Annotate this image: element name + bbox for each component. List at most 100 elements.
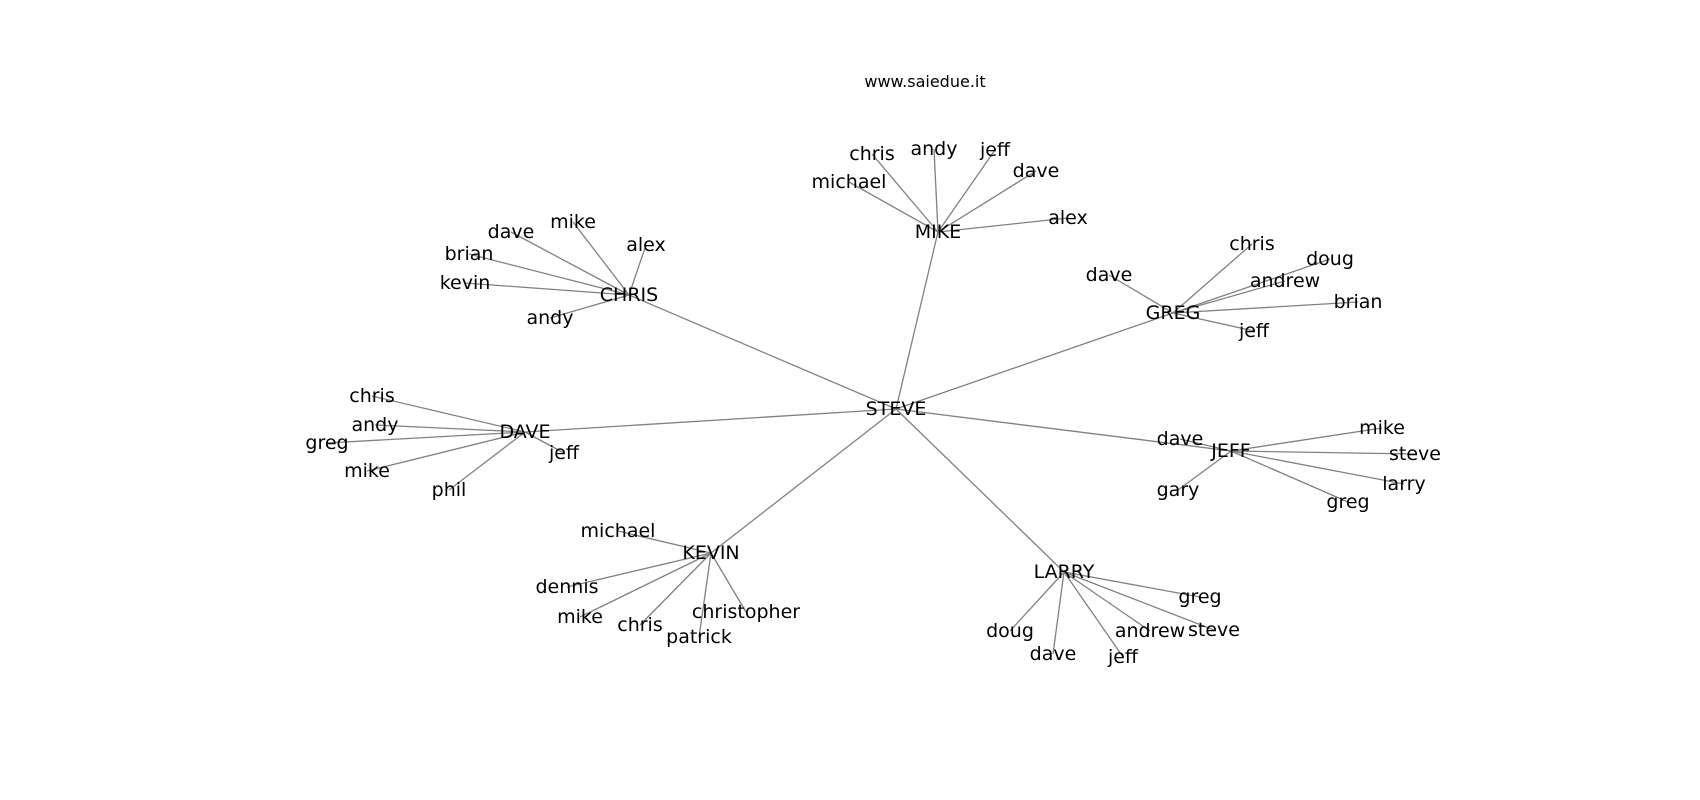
edge-larry-doug (1009, 571, 1065, 632)
node-leaf-mike-jeff: jeff (979, 139, 1011, 161)
node-leaf-greg-jeff: jeff (1238, 320, 1270, 342)
node-leaf-jeff-larry: larry (1382, 473, 1425, 495)
edge-kevin-michael (617, 530, 712, 554)
edge-chris-brian (468, 253, 630, 296)
edge-greg-brian (1172, 301, 1359, 314)
edge-kevin-patrick (698, 552, 712, 638)
node-leaf-larry-dave: dave (1030, 643, 1077, 665)
node-leaf-mike-andy: andy (911, 138, 958, 160)
node-leaf-larry-steve: steve (1188, 619, 1240, 641)
node-leaf-kevin-michael: michael (581, 520, 656, 542)
edge-center-greg (895, 312, 1174, 410)
node-hub-chris: CHRIS (600, 284, 658, 306)
edge-chris-mike (572, 221, 630, 296)
edge-center-jeff (895, 408, 1232, 452)
node-hub-larry: LARRY (1034, 561, 1095, 583)
edge-dave-chris (371, 395, 526, 433)
edge-kevin-christopher (710, 552, 747, 613)
node-leaf-jeff-greg: greg (1326, 491, 1369, 513)
node-leaf-dave-mike: mike (344, 460, 390, 482)
node-hub-mike: MIKE (915, 221, 961, 243)
node-leaf-greg-chris: chris (1229, 233, 1274, 255)
edge-mike-chris (871, 153, 939, 233)
node-leaf-jeff-dave: dave (1157, 428, 1204, 450)
node-center: STEVE (866, 398, 927, 420)
edge-jeff-gary (1177, 450, 1232, 491)
node-leaf-dave-jeff: jeff (548, 442, 580, 464)
edge-center-dave (524, 408, 897, 433)
node-leaf-larry-greg: greg (1178, 586, 1221, 608)
edge-jeff-greg (1230, 450, 1349, 503)
node-leaf-chris-kevin: kevin (440, 272, 491, 294)
node-leaf-larry-andrew: andrew (1115, 620, 1185, 642)
node-hub-jeff: JEFF (1210, 440, 1250, 462)
node-leaf-chris-brian: brian (445, 243, 494, 265)
edge-mike-andy (933, 148, 939, 233)
edge-center-chris (628, 294, 897, 410)
node-leaf-chris-mike: mike (550, 211, 596, 233)
edge-jeff-larry (1230, 450, 1405, 485)
edge-center-mike (895, 231, 939, 410)
node-leaf-mike-alex: alex (1048, 207, 1088, 229)
node-leaf-dave-greg: greg (305, 432, 348, 454)
edge-larry-steve (1063, 571, 1215, 631)
node-leaf-greg-doug: doug (1306, 248, 1354, 270)
edge-larry-greg (1063, 571, 1201, 598)
node-leaf-mike-dave: dave (1013, 160, 1060, 182)
edge-chris-andy (549, 294, 630, 319)
edge-mike-jeff (937, 149, 996, 233)
node-leaf-jeff-steve: steve (1389, 443, 1441, 465)
node-leaf-dave-phil: phil (432, 479, 467, 501)
edge-greg-dave (1108, 274, 1174, 314)
edge-mike-alex (937, 217, 1069, 233)
node-leaf-greg-dave: dave (1086, 264, 1133, 286)
node-leaf-chris-andy: andy (527, 307, 574, 329)
node-leaf-greg-andrew: andrew (1250, 270, 1320, 292)
node-hub-dave: DAVE (499, 421, 550, 443)
edge-kevin-mike (579, 552, 712, 618)
node-hub-greg: GREG (1146, 302, 1201, 324)
node-leaf-dave-andy: andy (352, 414, 399, 436)
edge-larry-jeff (1063, 571, 1124, 658)
node-leaf-dave-chris: chris (349, 385, 394, 407)
edge-larry-dave (1052, 571, 1065, 655)
node-leaf-mike-chris: chris (849, 143, 894, 165)
edge-greg-chris (1172, 243, 1253, 314)
edge-dave-mike (366, 431, 526, 472)
node-leaf-kevin-patrick: patrick (666, 626, 732, 648)
edge-dave-greg (326, 431, 526, 444)
node-leaf-chris-dave: dave (488, 221, 535, 243)
node-leaf-mike-michael: michael (812, 171, 887, 193)
edge-kevin-dennis (566, 552, 712, 588)
node-hub-kevin: KEVIN (682, 542, 739, 564)
node-leaf-kevin-chris: chris (617, 614, 662, 636)
edge-center-kevin (710, 408, 897, 554)
edge-jeff-steve (1230, 450, 1416, 455)
node-leaf-kevin-christopher: christopher (692, 601, 800, 623)
edge-chris-kevin (464, 282, 630, 296)
edge-chris-dave (510, 231, 630, 296)
edge-jeff-mike (1230, 427, 1383, 452)
edge-chris-alex (628, 244, 647, 296)
node-leaf-larry-doug: doug (986, 620, 1034, 642)
graph-edges (326, 148, 1416, 658)
edge-greg-doug (1172, 258, 1331, 314)
node-leaf-chris-alex: alex (626, 234, 666, 256)
edge-mike-dave (937, 170, 1037, 233)
node-leaf-greg-brian: brian (1334, 291, 1383, 313)
node-leaf-kevin-dennis: dennis (535, 576, 598, 598)
edge-larry-andrew (1063, 571, 1151, 632)
node-leaf-jeff-gary: gary (1157, 479, 1200, 501)
site-title: www.saiedue.it (864, 72, 985, 91)
edge-mike-michael (848, 181, 939, 233)
edge-greg-jeff (1172, 312, 1255, 332)
edge-dave-andy (374, 424, 526, 433)
edge-greg-andrew (1172, 280, 1286, 314)
edge-kevin-chris (639, 552, 712, 626)
edge-dave-jeff (524, 431, 565, 454)
node-leaf-jeff-mike: mike (1359, 417, 1405, 439)
node-leaf-kevin-mike: mike (557, 606, 603, 628)
